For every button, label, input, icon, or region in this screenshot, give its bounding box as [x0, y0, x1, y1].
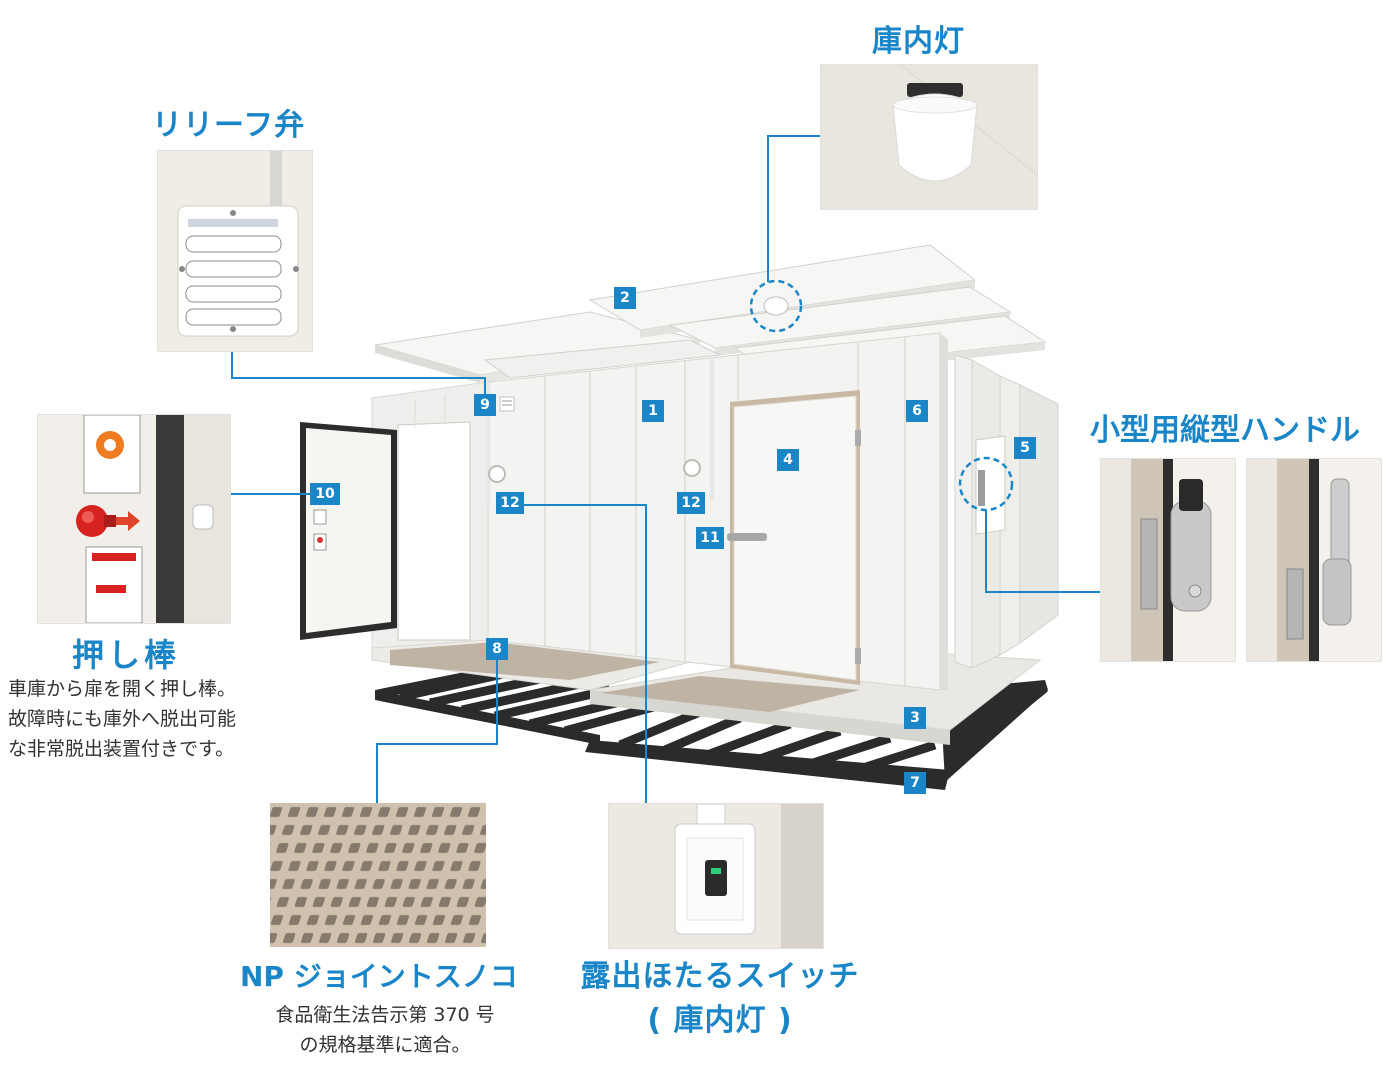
- push-bar-photo: [37, 414, 231, 624]
- relief-valve-title: リリーフ弁: [152, 108, 306, 143]
- vertical-handle-image-1: [1131, 459, 1235, 661]
- part-number-6: 6: [906, 400, 928, 422]
- exposed-switch-title-line-2: ( 庫内灯 ): [647, 1003, 793, 1038]
- np-joint-sunoko-title: NP ジョイントスノコ: [240, 960, 518, 993]
- part-number-12-left: 12: [496, 492, 524, 514]
- interior-light-title: 庫内灯: [872, 24, 965, 59]
- part-number-12-right: 12: [677, 492, 705, 514]
- part-number-4: 4: [777, 449, 799, 471]
- part-number-7: 7: [904, 772, 926, 794]
- vertical-handle-title: 小型用縦型ハンドル: [1090, 413, 1360, 448]
- interior-light-image: [892, 65, 1037, 182]
- part-number-3: 3: [904, 707, 926, 729]
- np-joint-sunoko-description: 食品衛生法告示第 370 号 の規格基準に適合。: [240, 1000, 530, 1060]
- vertical-handle-photo-1: [1100, 458, 1236, 662]
- push-bar-image: [76, 415, 230, 623]
- part-number-10: 10: [310, 483, 340, 505]
- push-bar-description-line-2: 故障時にも庫外へ脱出可能: [8, 708, 237, 730]
- orange-gear-icon: [96, 431, 124, 459]
- np-joint-sunoko-image: [270, 803, 486, 947]
- relief-valve-photo: [157, 150, 313, 352]
- push-bar-description-line-1: 車庫から扉を開く押し棒。: [8, 678, 237, 700]
- push-bar-title: 押し棒: [72, 636, 181, 674]
- relief-valve-image: [177, 151, 299, 337]
- push-bar-description: 車庫から扉を開く押し棒。 故障時にも庫外へ脱出可能 な非常脱出装置付きです。: [8, 674, 298, 764]
- np-joint-sunoko-description-line-1: 食品衛生法告示第 370 号: [275, 1004, 495, 1026]
- part-number-1: 1: [642, 400, 664, 422]
- exposed-switch-title: 露出ほたるスイッチ ( 庫内灯 ): [560, 955, 880, 1043]
- part-number-9: 9: [474, 394, 496, 416]
- push-bar-description-line-3: な非常脱出装置付きです。: [8, 738, 235, 760]
- part-number-8: 8: [486, 638, 508, 660]
- np-joint-sunoko-photo: [270, 803, 486, 947]
- np-joint-sunoko-description-line-2: の規格基準に適合。: [299, 1034, 471, 1056]
- red-arrow-right-icon: [116, 511, 140, 531]
- exposed-switch-image: [674, 804, 823, 948]
- exposed-switch-photo: [608, 803, 824, 949]
- exposed-switch-title-line-1: 露出ほたるスイッチ: [580, 959, 860, 994]
- part-number-2: 2: [614, 287, 636, 309]
- red-push-button-icon: [76, 505, 116, 537]
- vertical-handle-image-2: [1277, 459, 1381, 661]
- interior-light-photo: [820, 64, 1038, 210]
- vertical-handle-photo-2: [1246, 458, 1382, 662]
- part-number-5: 5: [1014, 437, 1036, 459]
- part-number-11: 11: [696, 527, 724, 549]
